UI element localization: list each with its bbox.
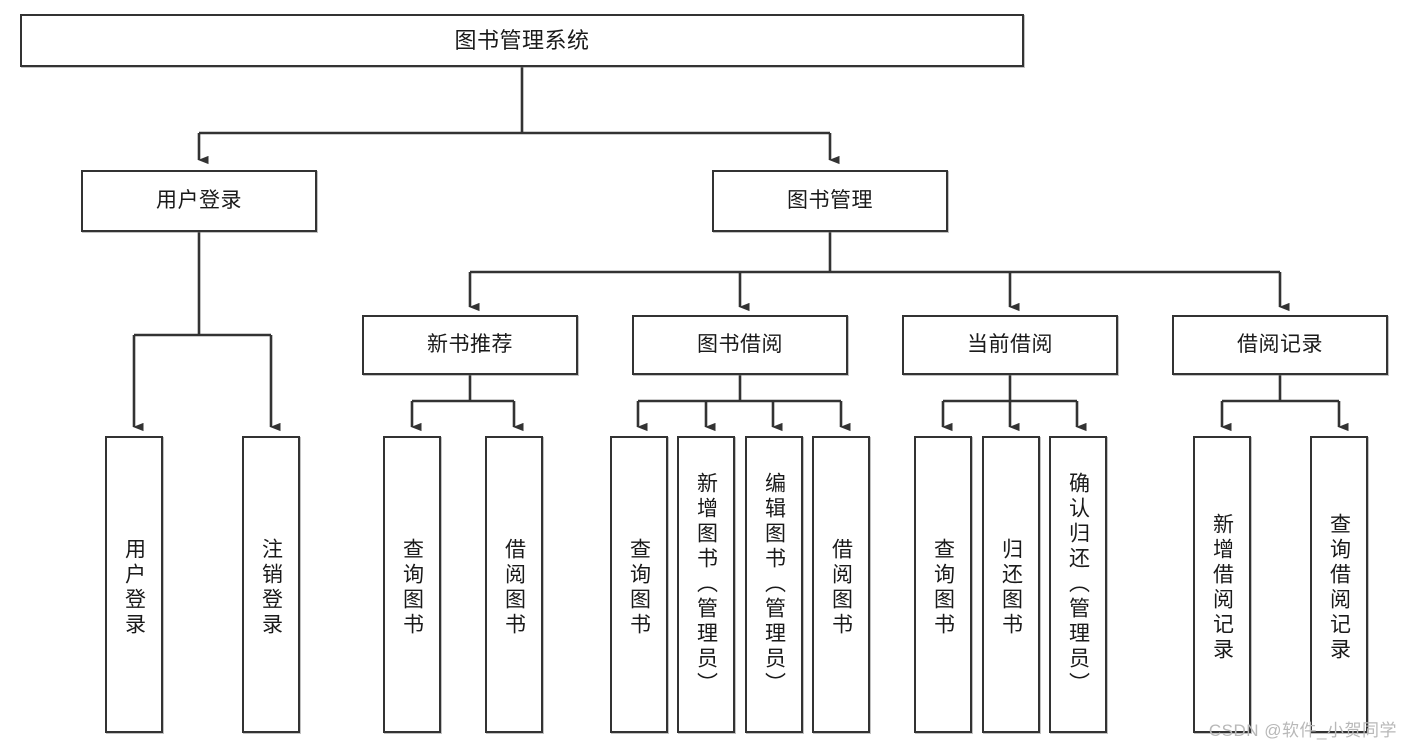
node-label: 查询图书 xyxy=(931,537,955,638)
node-label: 借阅记录 xyxy=(1237,332,1323,356)
node-label: 当前借阅 xyxy=(967,332,1053,356)
leaf-query-book-borrow[interactable]: 查询图书 xyxy=(610,436,668,733)
node-label: 新增图书（管理员） xyxy=(694,472,718,697)
node-label: 借阅图书 xyxy=(502,537,526,638)
node-label: 注销登录 xyxy=(259,537,283,638)
node-new-book-recommend[interactable]: 新书推荐 xyxy=(362,315,578,375)
leaf-add-book-admin[interactable]: 新增图书（管理员） xyxy=(677,436,735,733)
leaf-add-borrow-record[interactable]: 新增借阅记录 xyxy=(1193,436,1251,733)
node-label: 图书借阅 xyxy=(697,332,783,356)
node-label: 查询图书 xyxy=(627,537,651,638)
leaf-logout-login[interactable]: 注销登录 xyxy=(242,436,300,733)
node-label: 新增借阅记录 xyxy=(1210,512,1234,663)
node-label: 新书推荐 xyxy=(427,332,513,356)
node-book-borrow[interactable]: 图书借阅 xyxy=(632,315,848,375)
node-label: 归还图书 xyxy=(999,537,1023,638)
node-root-library-system[interactable]: 图书管理系统 xyxy=(20,14,1024,67)
leaf-confirm-return-admin[interactable]: 确认归还（管理员） xyxy=(1049,436,1107,733)
leaf-edit-book-admin[interactable]: 编辑图书（管理员） xyxy=(745,436,803,733)
leaf-borrow-book-borrow[interactable]: 借阅图书 xyxy=(812,436,870,733)
node-label: 图书管理 xyxy=(787,188,873,212)
node-label: 查询借阅记录 xyxy=(1327,512,1351,663)
node-borrow-record[interactable]: 借阅记录 xyxy=(1172,315,1388,375)
node-book-management[interactable]: 图书管理 xyxy=(712,170,948,232)
node-label: 借阅图书 xyxy=(829,537,853,638)
leaf-borrow-book-recommend[interactable]: 借阅图书 xyxy=(485,436,543,733)
node-label: 查询图书 xyxy=(400,537,424,638)
leaf-user-login[interactable]: 用户登录 xyxy=(105,436,163,733)
node-label: 确认归还（管理员） xyxy=(1066,472,1090,697)
leaf-query-borrow-record[interactable]: 查询借阅记录 xyxy=(1310,436,1368,733)
node-label: 用户登录 xyxy=(122,537,146,638)
leaf-return-book[interactable]: 归还图书 xyxy=(982,436,1040,733)
node-label: 编辑图书（管理员） xyxy=(762,472,786,697)
csdn-watermark: CSDN @软件_小贺同学 xyxy=(1208,721,1397,740)
node-current-borrow[interactable]: 当前借阅 xyxy=(902,315,1118,375)
node-label: 用户登录 xyxy=(156,188,242,212)
leaf-query-book-current[interactable]: 查询图书 xyxy=(914,436,972,733)
node-label: 图书管理系统 xyxy=(454,27,590,53)
node-user-login[interactable]: 用户登录 xyxy=(81,170,317,232)
leaf-query-book-recommend[interactable]: 查询图书 xyxy=(383,436,441,733)
